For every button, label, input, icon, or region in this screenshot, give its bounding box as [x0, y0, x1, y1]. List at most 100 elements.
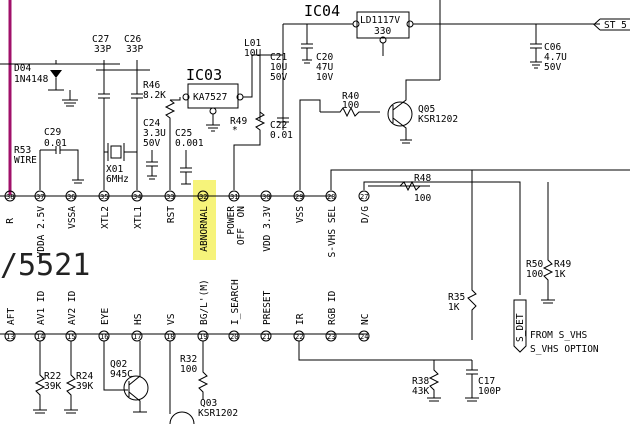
r24-label: R24: [76, 371, 93, 382]
r24-value: 39K: [76, 381, 93, 392]
r48-label: R48: [414, 173, 431, 184]
pin-name-rgbid: RGB ID: [327, 290, 338, 325]
pin-num-33: 33: [166, 193, 174, 201]
pin-name-nc: NC: [360, 314, 371, 325]
pin-num-21: 21: [262, 333, 270, 341]
c24-val2: 50V: [143, 138, 160, 149]
bottom-pin-circles: [4, 330, 370, 342]
pin-name-abnornal: ABNORNAL: [199, 206, 210, 252]
pin-name-off: OFF: [236, 228, 247, 245]
ic04-value: 330: [374, 26, 391, 37]
c22-label: C22: [270, 120, 287, 131]
pin-num-14: 14: [36, 333, 44, 341]
pin-num-27: 27: [360, 193, 368, 201]
pin-name-rst: RST: [166, 206, 177, 223]
r40-label: R40: [342, 91, 359, 102]
pin-num-24: 24: [360, 333, 368, 341]
pin-name-vdd: VDD 3.3V: [262, 206, 273, 252]
r50-value: 100: [526, 269, 543, 280]
l01-value: 10U: [244, 48, 261, 59]
ic04-part: LD1117V: [360, 15, 400, 26]
pin-name-vssa: VSSA: [67, 206, 78, 229]
pin-num-35: 35: [100, 193, 108, 201]
l01-label: L01: [244, 38, 261, 49]
st5-label: ST_5: [604, 20, 627, 31]
d04-part: 1N4148: [14, 74, 49, 85]
pin-num-31: 31: [230, 193, 238, 201]
pin-name-on: ON: [236, 206, 247, 218]
r49b-label: R49: [554, 259, 571, 270]
pin-num-23: 23: [327, 333, 335, 341]
ic04-wires: [282, 0, 600, 130]
pin-name-eye: EYE: [100, 308, 111, 325]
x01-crystal: [110, 145, 122, 159]
r48-value: 100: [414, 193, 431, 204]
ic03-label: IC03: [186, 66, 222, 84]
star-mark: *: [232, 125, 238, 136]
pin-name-xtl1: XTL1: [133, 206, 144, 229]
c20-val2: 10V: [316, 72, 333, 83]
r22-label: R22: [44, 371, 61, 382]
q02-label: Q02: [110, 359, 127, 370]
pin-name-vss: VSS: [295, 206, 306, 223]
pin-num-30: 30: [262, 193, 270, 201]
r49a-label: R49: [230, 116, 247, 127]
r53-label: R53: [14, 145, 31, 156]
c21-label: C21: [270, 52, 287, 63]
d04-label: D04: [14, 63, 31, 74]
svhs-option-label: S_VHS OPTION: [530, 344, 599, 355]
c27-label: C27: [92, 34, 109, 45]
q02-transistor: [123, 375, 149, 401]
c17-value: 100P: [478, 386, 501, 397]
d04-wire: [0, 60, 120, 65]
pin-name-ir: IR: [295, 313, 306, 325]
r32-label: R32: [180, 354, 197, 365]
top-pin-numbers: 38 37 36 35 34 33 32 31 30 29 28 27: [6, 193, 368, 201]
pin-name-bgl: BG/L'(M): [199, 279, 210, 325]
s-det-connector: [513, 299, 527, 353]
c26-value: 33P: [126, 44, 143, 55]
pin-name-hs: HS: [133, 313, 144, 325]
c06-label: C06: [544, 42, 561, 53]
q03-transistor: [169, 411, 195, 424]
ic04-box: [356, 11, 410, 39]
pin-num-18: 18: [166, 333, 174, 341]
c26-label: C26: [124, 34, 141, 45]
pin-name-svhs-sel: S-VHS SEL: [327, 206, 338, 258]
c25-value: 0.001: [175, 138, 204, 149]
pin-name-preset: PRESET: [262, 290, 273, 325]
pin-name-xtl2: XTL2: [100, 206, 111, 229]
q05-label: Q05: [418, 104, 435, 115]
r50-label: R50: [526, 259, 543, 270]
pin-num-32: 32: [199, 193, 207, 201]
c20-label: C20: [316, 52, 333, 63]
r49b-value: 1K: [554, 269, 566, 280]
r35-value: 1K: [448, 302, 460, 313]
pin-name-av2id: AV2 ID: [67, 290, 78, 325]
r35-label: R35: [448, 292, 465, 303]
c24-val1: 3.3U: [143, 128, 166, 139]
s-det-label: S_DET: [515, 313, 526, 342]
r32-value: 100: [180, 364, 197, 375]
c20-val1: 47U: [316, 62, 333, 73]
q03-part: KSR1202: [198, 408, 238, 419]
pin-name-isearch: I_SEARCH: [230, 279, 241, 325]
pin-num-22: 22: [295, 333, 303, 341]
c27-value: 33P: [94, 44, 111, 55]
r40-value: 100: [342, 100, 359, 111]
st5-tag: [593, 18, 630, 31]
pin-num-28: 28: [327, 193, 335, 201]
x01-label: X01: [106, 164, 123, 175]
abnormal-highlight: [193, 180, 216, 260]
pin-name-vdda: VDDA 2.5V: [36, 206, 47, 258]
pin-num-37: 37: [36, 193, 44, 201]
pin-num-38: 38: [6, 193, 14, 201]
c25-label: C25: [175, 128, 192, 139]
pin-num-20: 20: [230, 333, 238, 341]
r22-value: 39K: [44, 381, 61, 392]
r38-value: 43K: [412, 386, 429, 397]
pin-num-15: 15: [67, 333, 75, 341]
top-pin-names: R VDDA 2.5V VSSA XTL2 XTL1 RST ABNORNAL …: [5, 206, 371, 258]
pin-num-36: 36: [67, 193, 75, 201]
